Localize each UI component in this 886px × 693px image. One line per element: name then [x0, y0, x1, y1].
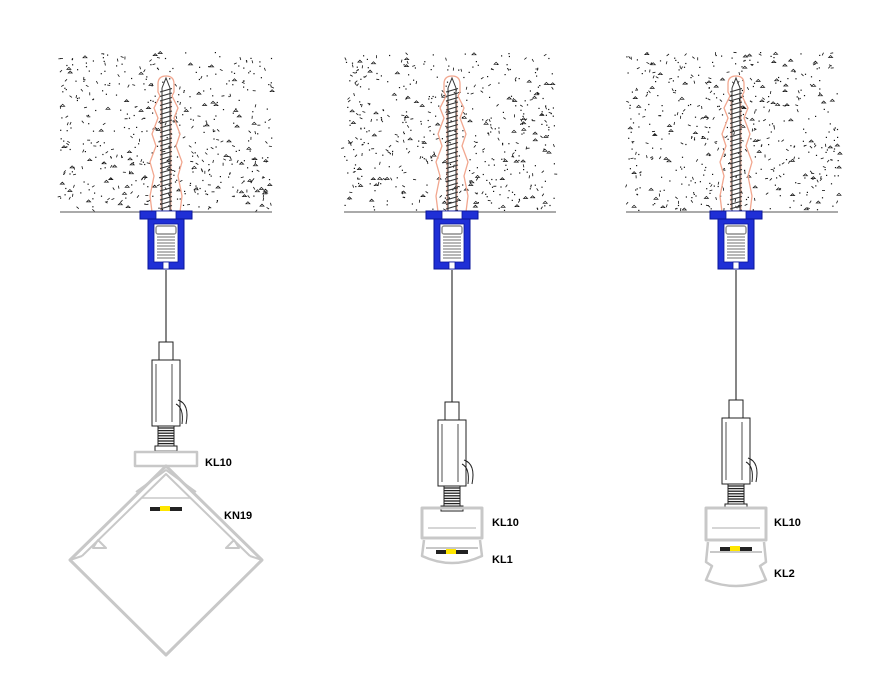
- cable-gripper-right: [721, 399, 758, 510]
- assembly-left: KL10 KN19: [57, 50, 275, 657]
- label-left-profile: KN19: [224, 510, 252, 522]
- dowel: [719, 75, 753, 213]
- label-right-adapter: KL10: [774, 517, 801, 529]
- label-middle-adapter: KL10: [492, 517, 519, 529]
- profile-kl1: [420, 506, 484, 565]
- assembly-middle: KL10 KL1: [341, 50, 558, 566]
- anchor-middle: [425, 75, 479, 270]
- cable-gripper-left: [151, 341, 188, 452]
- cable-gripper-middle: [437, 401, 474, 512]
- assembly-right: KL10 KL2: [625, 50, 843, 588]
- led-chip-middle: [446, 549, 456, 554]
- label-middle-profile: KL1: [492, 554, 513, 566]
- anchor-right: [709, 75, 763, 270]
- anchor-left: [139, 75, 193, 270]
- concrete-texture-middle: [341, 52, 558, 211]
- led-chip-left: [160, 506, 170, 511]
- led-chip-right: [730, 546, 740, 551]
- dowel: [149, 75, 183, 213]
- label-right-profile: KL2: [774, 568, 795, 580]
- profile-kn19: [68, 450, 264, 657]
- dowel: [435, 75, 469, 213]
- profile-kl2: [704, 506, 768, 588]
- label-left-adapter: KL10: [205, 457, 232, 469]
